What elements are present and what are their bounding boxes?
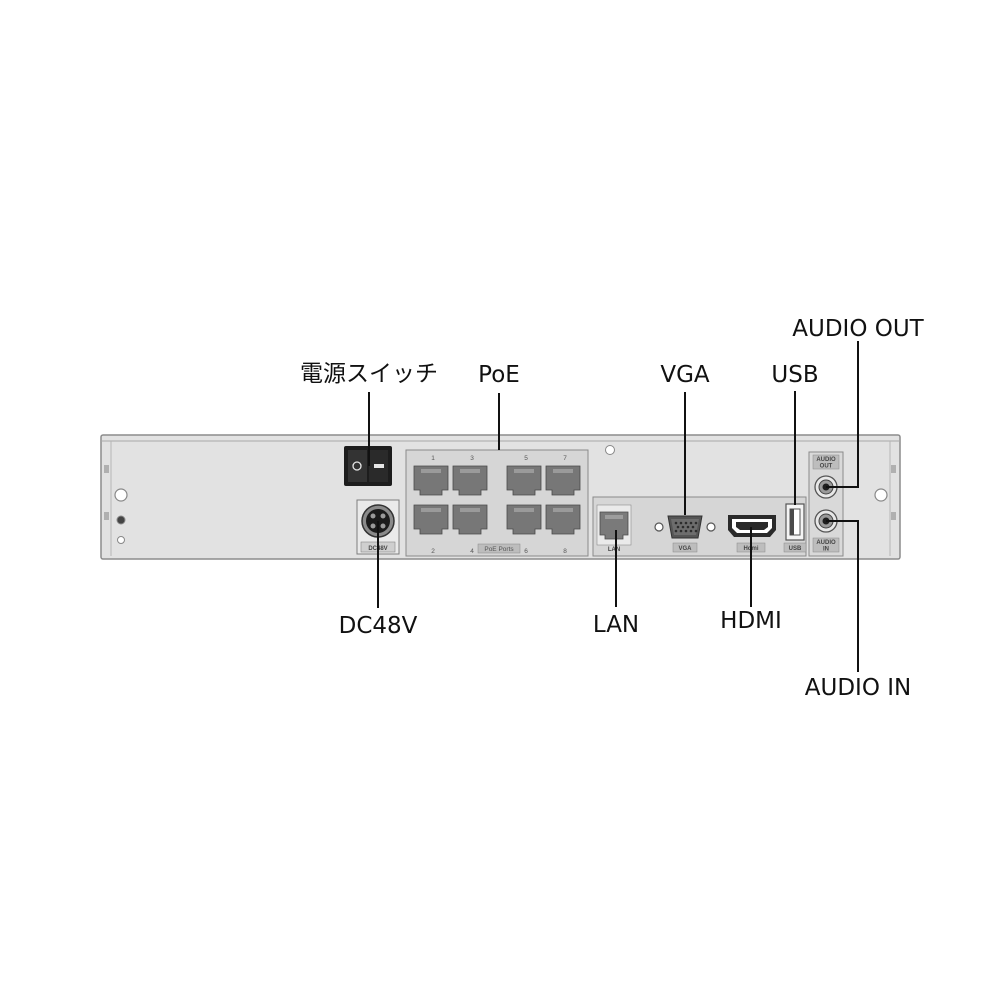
power-on-symbol-icon — [374, 464, 384, 468]
ground-screw — [116, 515, 126, 525]
port-number: 6 — [524, 548, 528, 555]
poe-port[interactable] — [452, 465, 488, 496]
audio-panel: AUDIO OUT AUDIO IN — [808, 451, 844, 557]
poe-port-numbers-bottom: 2 4 6 8 — [431, 548, 567, 555]
panel-label-audio-out-line2: OUT — [820, 464, 833, 470]
label-lan: LAN — [593, 612, 639, 638]
label-hdmi: HDMI — [720, 608, 782, 634]
poe-port-row-top — [413, 465, 581, 496]
leader-audio-in — [826, 520, 859, 672]
poe-port[interactable] — [545, 504, 581, 535]
label-dc48v: DC48V — [339, 613, 418, 639]
usb-port[interactable]: USB — [783, 503, 807, 553]
port-number: 1 — [431, 455, 435, 462]
poe-port[interactable] — [545, 465, 581, 496]
poe-port[interactable] — [506, 465, 542, 496]
screw-hole-right — [874, 488, 888, 502]
label-poe: PoE — [478, 362, 520, 388]
panel-label-usb: USB — [789, 546, 802, 552]
poe-port[interactable] — [413, 465, 449, 496]
label-audio-in: AUDIO IN — [805, 675, 911, 701]
label-power-switch: 電源スイッチ — [300, 361, 438, 387]
power-switch[interactable] — [344, 446, 392, 486]
panel-label-audio-out-line1: AUDIO — [816, 457, 836, 463]
port-number: 2 — [431, 548, 435, 555]
screw-hole-left — [114, 488, 128, 502]
label-usb: USB — [771, 362, 818, 388]
port-number: 8 — [563, 548, 567, 555]
panel-label-audio-in-line1: AUDIO — [816, 540, 836, 546]
panel-label-poe-ports: PoE Ports — [484, 546, 514, 553]
io-panel: LAN VGA Hdmi — [592, 496, 807, 557]
power-off-symbol-icon — [352, 461, 362, 471]
poe-port-numbers-top: 1 3 5 7 — [431, 455, 567, 462]
label-audio-out: AUDIO OUT — [792, 316, 924, 342]
poe-port[interactable] — [506, 504, 542, 535]
port-number: 3 — [470, 455, 474, 462]
panel-label-audio-in-line2: IN — [823, 547, 829, 553]
lan-port[interactable]: LAN — [596, 504, 632, 553]
callout-lines — [368, 341, 859, 672]
port-number: 5 — [524, 455, 528, 462]
port-number: 4 — [470, 548, 474, 555]
vga-port[interactable]: VGA — [654, 515, 716, 553]
panel-label-lan: LAN — [608, 547, 620, 553]
callout-labels: 電源スイッチ PoE VGA USB AUDIO OUT DC48V LAN H… — [300, 316, 925, 701]
poe-port-row-bottom — [413, 504, 581, 535]
poe-ports-panel: 1 3 5 7 2 4 6 8 PoE Ports — [405, 449, 589, 557]
poe-port[interactable] — [413, 504, 449, 535]
port-number: 7 — [563, 455, 567, 462]
panel-label-vga: VGA — [678, 546, 692, 552]
label-vga: VGA — [660, 362, 710, 388]
poe-port[interactable] — [452, 504, 488, 535]
leader-audio-out — [826, 341, 859, 488]
